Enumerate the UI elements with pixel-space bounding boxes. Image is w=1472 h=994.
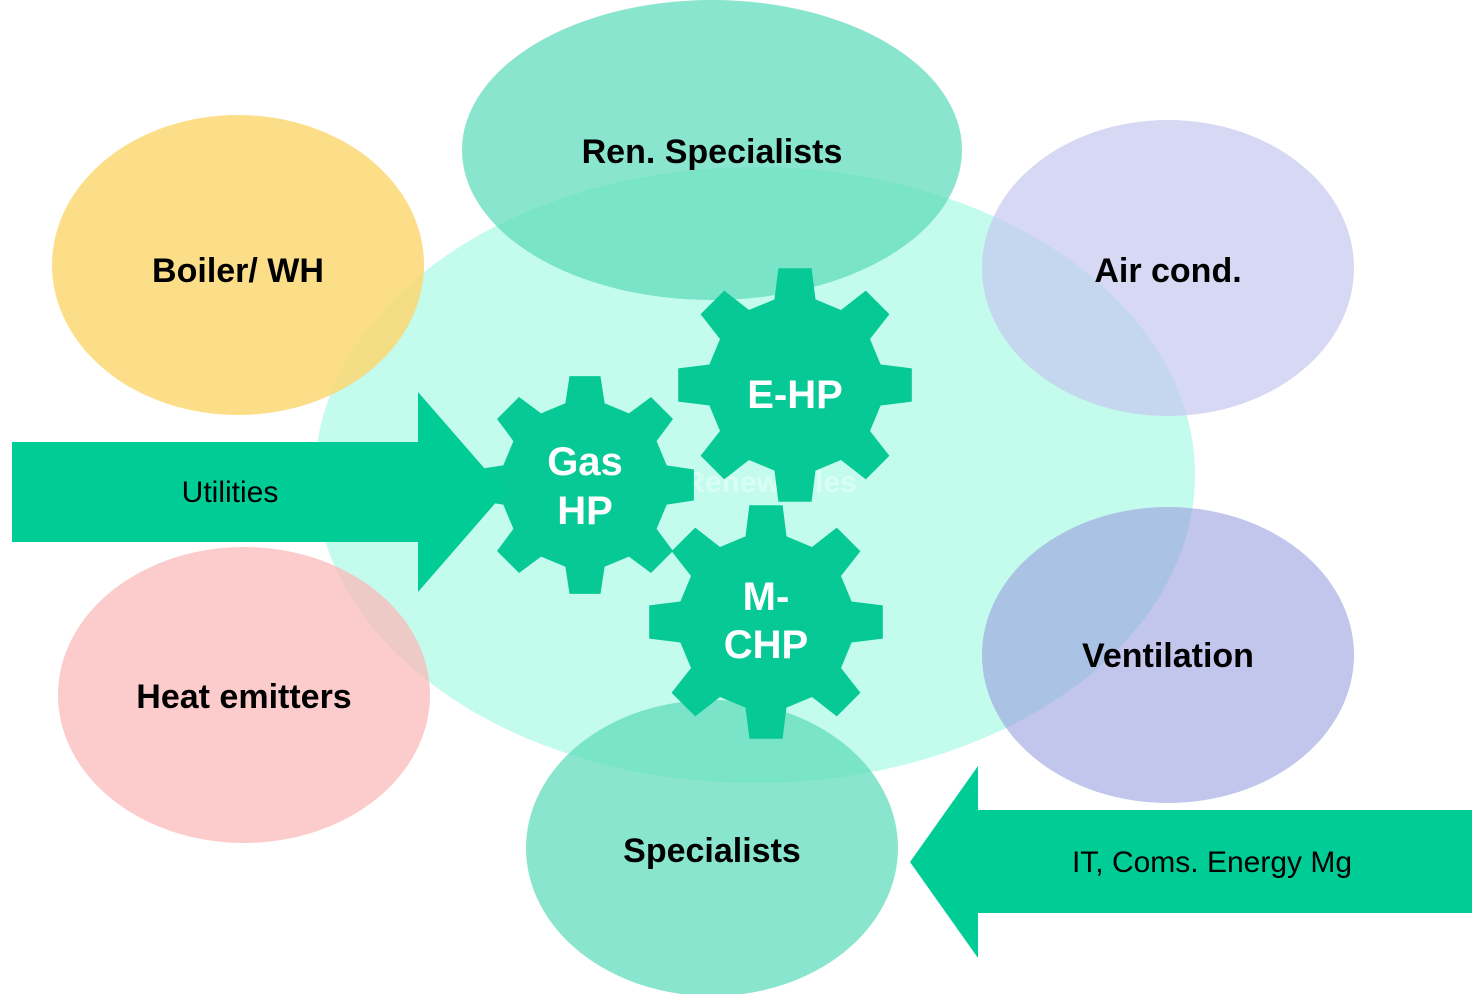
utilities-label: Utilities [182, 476, 279, 509]
it-label: IT, Coms. Energy Mg [1072, 846, 1352, 879]
ventilation-ellipse [982, 507, 1354, 803]
gear-gas-hp-label-line2: HP [557, 489, 613, 533]
center-ellipse [315, 167, 1195, 783]
air-cond-ellipse [982, 120, 1354, 416]
gear-m-chp-label-line1: M- [743, 575, 790, 619]
boiler-label: Boiler/ WH [152, 252, 324, 290]
gear-gas-hp [476, 376, 694, 594]
specialists-ellipse [526, 700, 898, 994]
gear-e-hp-label: E-HP [747, 373, 843, 417]
ren-specialists-ellipse [462, 0, 962, 300]
gear-e-hp [678, 268, 912, 502]
center-label: Renewables [683, 466, 856, 499]
it-arrow [910, 766, 1472, 958]
specialists-label: Specialists [623, 832, 801, 870]
heat-emitters-label: Heat emitters [136, 678, 351, 716]
gear-m-chp [649, 505, 883, 739]
heat-emitters-ellipse [58, 547, 430, 843]
gear-m-chp-label-line2: CHP [724, 623, 808, 667]
utilities-arrow [12, 392, 505, 592]
gear-gas-hp-label-line1: Gas [547, 440, 623, 484]
boiler-ellipse [52, 115, 424, 415]
ren-specialists-label: Ren. Specialists [582, 133, 843, 171]
air-cond-label: Air cond. [1094, 252, 1241, 290]
ventilation-label: Ventilation [1082, 637, 1254, 675]
